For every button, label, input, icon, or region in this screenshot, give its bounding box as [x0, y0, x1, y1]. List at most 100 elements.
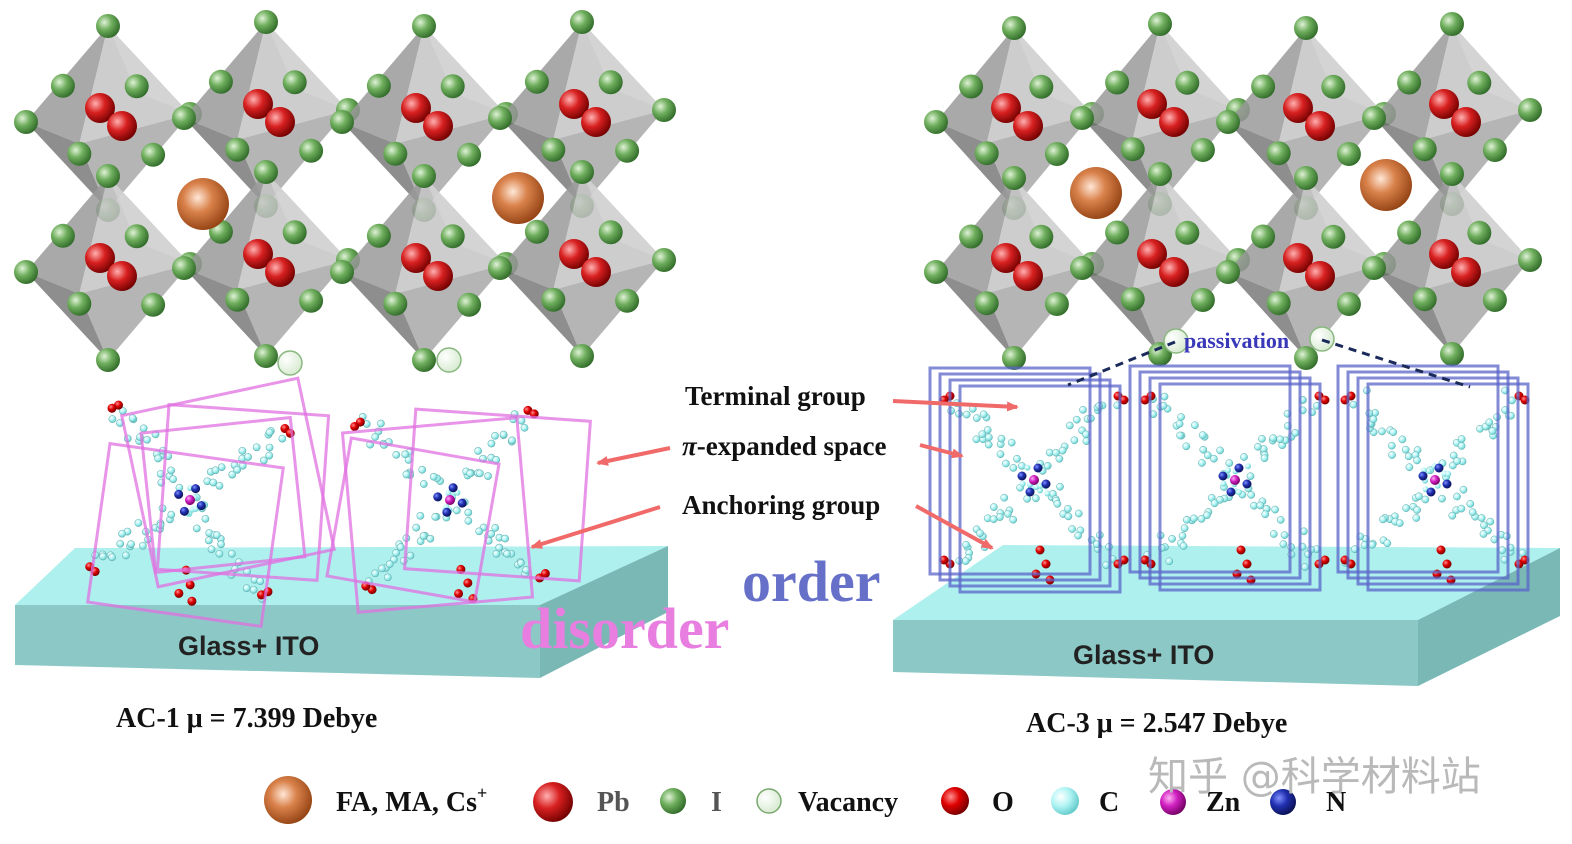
carbon-atom [1269, 434, 1278, 442]
i-atom [1266, 291, 1291, 316]
carbon-atom [1415, 492, 1423, 501]
carbon-atom [1405, 463, 1414, 472]
pbi6-octahedron [172, 10, 360, 218]
carbon-atom [1486, 517, 1495, 526]
i-atom [1362, 256, 1386, 280]
legend-pb-icon [533, 782, 573, 822]
i-atom [1120, 137, 1145, 162]
carbon-atom [1203, 511, 1211, 520]
i-atom [924, 110, 948, 134]
legend-vacancy-icon [756, 788, 782, 814]
legend: FA, MA, Cs+ Pb I Vacancy O C Zn N [264, 776, 1346, 824]
porphyrin-molecule [939, 391, 1129, 585]
carbon-atom [1072, 415, 1081, 424]
pb-atom [423, 111, 453, 141]
carbon-atom [985, 433, 993, 442]
i-atom [1002, 16, 1026, 40]
carbon-atom [1055, 454, 1064, 463]
carbon-atom [233, 466, 242, 474]
zinc-atom [445, 495, 455, 505]
carbon-atom [244, 453, 252, 461]
nitrogen-atom [191, 484, 201, 494]
carbon-atom [1024, 464, 1031, 471]
carbon-atom [99, 552, 107, 561]
i-atom [383, 291, 408, 316]
oxygen-atom [454, 589, 464, 599]
annotation-arrows [530, 399, 1019, 550]
i-atom [524, 69, 549, 94]
octahedron-face [582, 172, 664, 260]
nitrogen-atom [1025, 487, 1035, 497]
carbon-atom [1291, 429, 1300, 437]
carbon-atom [1480, 521, 1488, 530]
pb-atom [1137, 239, 1167, 269]
carbon-atom [217, 463, 226, 472]
i-atom [440, 224, 465, 249]
oxygen-atom [1436, 545, 1446, 555]
carbon-atom [1477, 514, 1486, 522]
carbon-atom [377, 419, 385, 428]
carbon-atom [1468, 508, 1477, 517]
pb-atom [85, 93, 115, 123]
pbi6-octahedron [330, 164, 518, 372]
right-substrate-label: Glass+ ITO [1073, 640, 1214, 670]
carbon-atom [1178, 531, 1187, 540]
legend-o-label: O [992, 787, 1014, 818]
i-atom [541, 137, 566, 162]
carbon-atom [1368, 540, 1377, 549]
pbi6-octahedron [488, 10, 676, 218]
carbon-atom [976, 529, 984, 538]
pb-atom [1159, 257, 1189, 287]
carbon-atom [1378, 427, 1386, 436]
oxygen-atom [185, 580, 195, 590]
pi-symbol: π [682, 431, 698, 461]
i-atom [1148, 162, 1172, 186]
a-site-cation [1360, 159, 1412, 211]
i-atom [1266, 141, 1291, 166]
oxygen-atom [1442, 559, 1452, 569]
i-atom [488, 256, 512, 280]
i-atom [412, 348, 436, 372]
octahedron-face [500, 118, 582, 206]
a-site-cation [1070, 167, 1122, 219]
carbon-atom [1413, 456, 1421, 465]
order-frame [928, 366, 1092, 576]
zinc-atom [185, 495, 195, 505]
carbon-atom [1457, 504, 1466, 513]
carbon-atom [989, 503, 998, 511]
i-atom [1105, 70, 1130, 95]
carbon-atom [1256, 501, 1265, 510]
right-substrate [893, 545, 1560, 686]
octahedron-face [342, 122, 424, 210]
carbon-atom [249, 585, 258, 594]
carbon-atom [378, 564, 386, 573]
i-atom [330, 110, 354, 134]
pb-atom [401, 93, 431, 123]
i-atom [225, 287, 250, 312]
carbon-atom [108, 553, 116, 562]
disorder-frame [86, 441, 285, 629]
octahedron-face [342, 272, 424, 360]
pbi6-octahedron [1362, 12, 1542, 216]
carbon-atom [1191, 421, 1199, 430]
carbon-atom [1182, 515, 1191, 524]
carbon-atom [1182, 442, 1191, 451]
pbi6-octahedron [488, 160, 676, 368]
carbon-atom [1349, 400, 1358, 409]
carbon-atom [972, 435, 981, 444]
octahedron-face [1452, 24, 1530, 110]
carbon-atom [385, 560, 394, 569]
i-atom [440, 74, 465, 99]
pb-atom [1305, 111, 1335, 141]
carbon-atom [1053, 499, 1062, 508]
carbon-atom [1276, 435, 1285, 444]
carbon-atom [508, 436, 516, 445]
carbon-atom [154, 454, 163, 463]
oxygen-atom [1041, 559, 1051, 569]
carbon-atom [371, 569, 380, 578]
carbon-atom [1190, 514, 1198, 523]
vacancy-site [1309, 326, 1335, 352]
carbon-atom [1395, 519, 1404, 527]
pbi6-octahedron [1216, 16, 1396, 220]
carbon-atom [1246, 472, 1255, 481]
